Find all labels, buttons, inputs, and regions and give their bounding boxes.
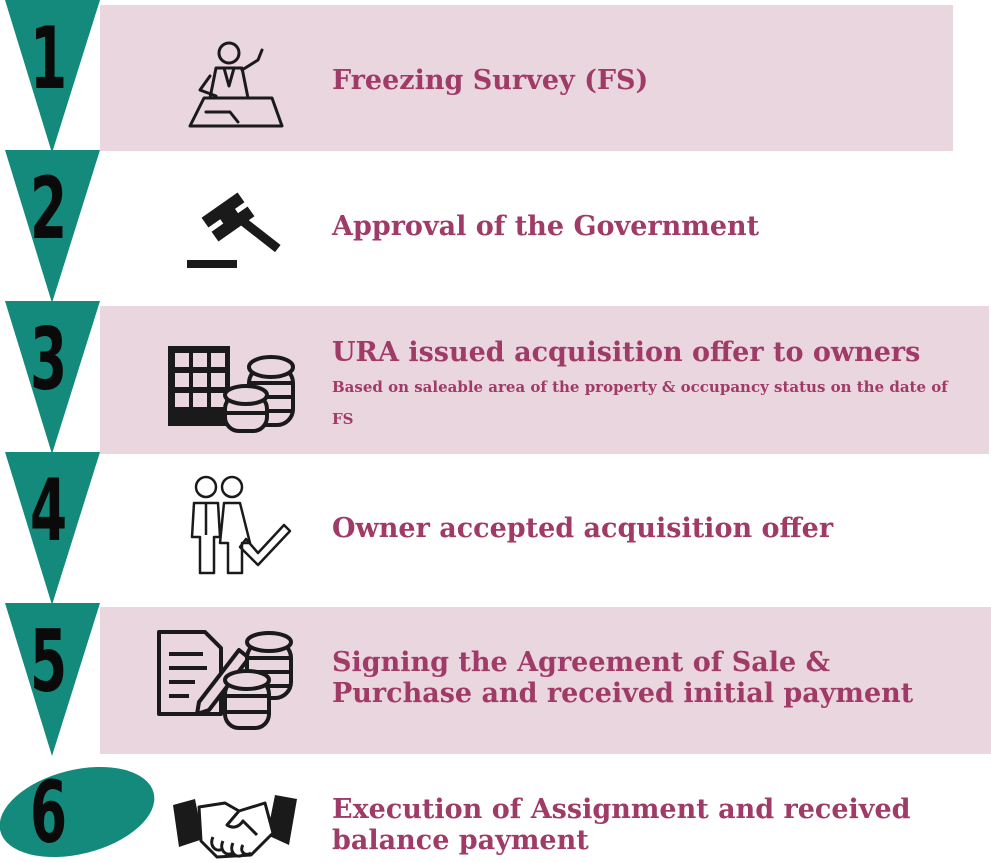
step-3-title: URA issued acquisition offer to owners [332, 337, 921, 368]
step-1-number: 1 [30, 9, 68, 109]
step-3-subtitle: Based on saleable area of the property &… [332, 378, 948, 428]
step-1-title: Freezing Survey (FS) [332, 65, 649, 96]
couple-check-icon [190, 475, 292, 575]
step-2-marker [5, 150, 100, 303]
step-6-marker [0, 766, 155, 858]
document-coins-icon [157, 630, 293, 730]
step-5-title: Signing the Agreement of Sale & Purchase… [332, 647, 914, 709]
step-3-marker [5, 301, 100, 454]
step-5-number: 5 [30, 612, 68, 712]
step-1-marker [5, 0, 100, 153]
step-4-title: Owner accepted acquisition offer [332, 513, 834, 544]
step-4-number: 4 [30, 461, 68, 561]
surveyor-icon [188, 41, 284, 128]
step-6-title: Execution of Assignment and received bal… [332, 794, 911, 856]
building-coins-icon [168, 346, 295, 433]
step-2-title: Approval of the Government [332, 211, 760, 242]
step-5-marker [5, 603, 100, 756]
step-6-number: 6 [30, 763, 68, 863]
handshake-icon [173, 795, 297, 859]
step-4-marker [5, 452, 100, 605]
gavel-icon [187, 192, 281, 268]
step-3-number: 3 [30, 310, 68, 410]
step-2-number: 2 [30, 159, 68, 259]
